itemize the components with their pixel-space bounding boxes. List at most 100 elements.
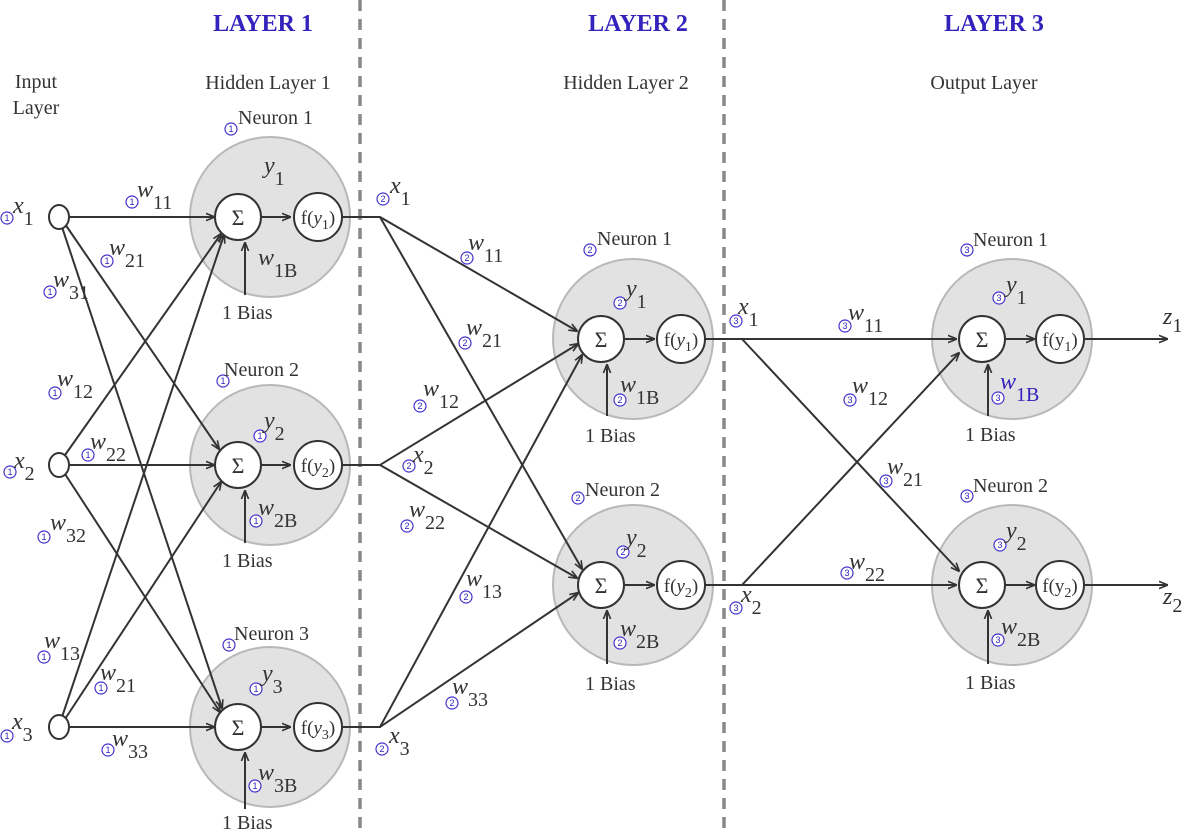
sum-symbol: Σ <box>976 327 989 352</box>
sum-output-label: 3 y2 <box>993 518 1027 555</box>
svg-text:z2: z2 <box>1162 584 1182 617</box>
layer-badge: 1 <box>216 374 230 388</box>
layer-badge: 2 <box>571 491 585 505</box>
svg-text:y2: y2 <box>624 525 647 562</box>
weight-label: 1 w31 <box>43 267 89 304</box>
bias-weight-label: 1 w2B <box>249 495 297 532</box>
activation-label: f(y2) <box>301 456 335 481</box>
neuron-title: 3 Neuron 2 <box>960 475 1048 503</box>
bias-label: 1 Bias <box>222 812 273 832</box>
layer-badge: 1 <box>222 638 236 652</box>
layer-badge: 2 <box>583 243 597 257</box>
sum-output-label: 2 y2 <box>616 525 647 562</box>
sum-node <box>577 315 625 363</box>
svg-text:2: 2 <box>379 744 384 754</box>
activation-node <box>656 560 706 610</box>
activation-label: f(y1) <box>301 208 335 233</box>
svg-text:y1: y1 <box>1004 272 1027 309</box>
layer3-edges <box>705 339 1167 585</box>
sum-output-label: 3 y1 <box>992 272 1027 309</box>
svg-text:3: 3 <box>995 393 1000 403</box>
svg-text:1: 1 <box>4 731 9 741</box>
weight-label: 1 w11 <box>125 177 172 214</box>
activation-label: f(y2) <box>1042 576 1077 601</box>
layer-1-title: LAYER 1 <box>213 11 313 37</box>
weight-label: 1 w21 <box>94 660 136 697</box>
svg-text:2: 2 <box>406 461 411 471</box>
sum-symbol: Σ <box>232 205 245 230</box>
layer3-input-x1: 3 x1 <box>729 294 759 331</box>
svg-text:y3: y3 <box>260 661 283 698</box>
svg-text:Neuron 1: Neuron 1 <box>973 229 1048 251</box>
svg-text:w3B: w3B <box>258 760 297 797</box>
input-layer-label-line1: Input <box>15 71 58 93</box>
svg-text:1: 1 <box>129 197 134 207</box>
svg-text:Neuron 1: Neuron 1 <box>238 107 313 129</box>
bias-label: 1 Bias <box>965 424 1016 446</box>
svg-text:3: 3 <box>964 491 969 501</box>
output-label-z2: z2 <box>1162 584 1182 617</box>
weight-label: 1 w32 <box>37 510 86 547</box>
activation-node <box>293 192 343 242</box>
svg-text:w21: w21 <box>109 235 145 272</box>
activation-node <box>1035 560 1085 610</box>
svg-text:2: 2 <box>417 401 422 411</box>
sum-symbol: Σ <box>595 573 608 598</box>
svg-text:2: 2 <box>575 493 580 503</box>
bias-label: 1 Bias <box>585 673 636 695</box>
weight-label: 2 w12 <box>413 376 459 413</box>
sum-symbol: Σ <box>232 715 245 740</box>
svg-text:x2: x2 <box>412 442 434 479</box>
svg-text:w32: w32 <box>50 510 86 547</box>
weight-label: 3 w21 <box>879 454 923 491</box>
input-layer-label-line2: Layer <box>13 97 60 119</box>
svg-text:w12: w12 <box>852 373 888 410</box>
svg-text:2: 2 <box>620 547 625 557</box>
svg-text:1: 1 <box>253 684 258 694</box>
bias-weight-label: w1B <box>258 245 297 282</box>
svg-text:x2: x2 <box>13 448 35 485</box>
input-node-x1 <box>48 204 70 230</box>
svg-text:w33: w33 <box>112 726 148 763</box>
input-node-x3 <box>48 714 70 740</box>
input-label-x1: 1 x1 <box>0 193 34 230</box>
bias-weight-label: 3 w1B <box>991 369 1039 406</box>
svg-text:y1: y1 <box>262 153 285 190</box>
activation-node <box>1035 314 1085 364</box>
svg-text:w1B: w1B <box>620 372 659 409</box>
svg-text:w33: w33 <box>452 674 488 711</box>
svg-text:x1: x1 <box>737 294 759 331</box>
svg-text:1: 1 <box>41 532 46 542</box>
svg-text:2: 2 <box>464 253 469 263</box>
svg-text:z1: z1 <box>1162 304 1182 337</box>
output-label-z1: z1 <box>1162 304 1182 337</box>
svg-text:1: 1 <box>7 467 12 477</box>
input-node-x2 <box>48 452 70 478</box>
svg-text:2: 2 <box>380 194 385 204</box>
svg-text:x3: x3 <box>388 723 410 760</box>
hidden-layer-2-label: Hidden Layer 2 <box>563 72 689 94</box>
sum-symbol: Σ <box>976 573 989 598</box>
sum-output-label: 1 y3 <box>249 661 283 698</box>
sum-output-label: 1 y2 <box>253 408 285 445</box>
svg-text:Neuron 2: Neuron 2 <box>585 479 660 501</box>
neuron-title: 2 Neuron 1 <box>583 228 672 257</box>
svg-text:1: 1 <box>52 388 57 398</box>
neuron-title: 2 Neuron 2 <box>571 479 660 505</box>
activation-label: f(y2) <box>664 576 698 601</box>
svg-text:2: 2 <box>617 298 622 308</box>
svg-text:y1: y1 <box>624 276 647 313</box>
svg-text:1: 1 <box>252 781 257 791</box>
layer-badge: 3 <box>960 489 974 503</box>
weight-label: 1 w22 <box>81 429 126 466</box>
bias-weight-label: 2 w1B <box>613 372 659 409</box>
layer-badge: 1 <box>3 465 17 479</box>
bias-weight-label: 3 w2B <box>991 614 1040 651</box>
svg-text:1: 1 <box>105 745 110 755</box>
weight-label: 3 w11 <box>838 300 883 337</box>
svg-text:Neuron 2: Neuron 2 <box>224 359 299 381</box>
layer3-input-x2: 3 x2 <box>729 582 762 619</box>
hidden-layer-1-label: Hidden Layer 1 <box>205 72 331 94</box>
svg-text:1: 1 <box>47 287 52 297</box>
svg-text:2: 2 <box>462 338 467 348</box>
